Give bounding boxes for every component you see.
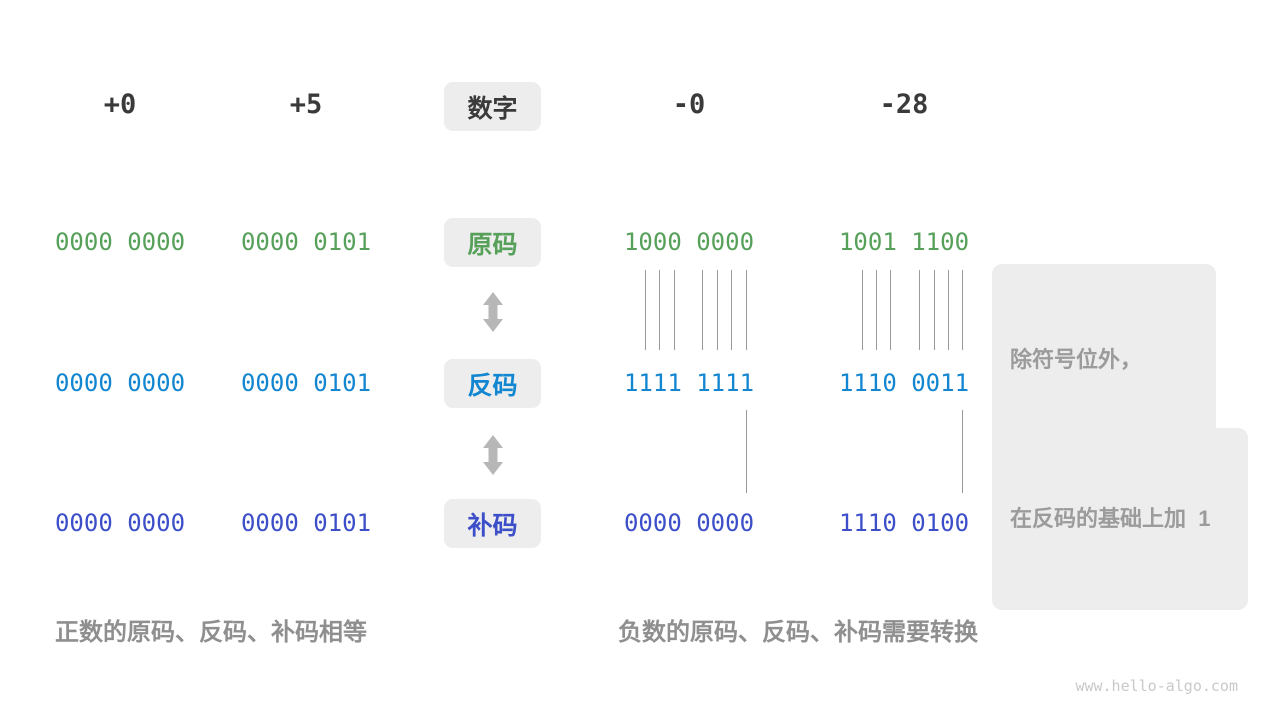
tag-twos-complement-label: 补码 <box>467 511 518 540</box>
bit-invert-line <box>919 270 920 350</box>
bit-invert-line <box>934 270 935 350</box>
bit-invert-line <box>890 270 891 350</box>
tag-twos-complement: 补码 <box>444 499 541 548</box>
bit-invert-line <box>962 270 963 350</box>
convert-arrow-icon <box>483 292 503 332</box>
tag-number-label: 数字 <box>467 94 518 123</box>
sign-magnitude-value-plus0: 0000 0000 <box>54 228 186 256</box>
ones-complement-value-plus5: 0000 0101 <box>240 369 372 397</box>
sign-magnitude-value-minus28: 1001 1100 <box>838 228 970 256</box>
caption-positive-numbers: 正数的原码、反码、补码相等 <box>55 619 367 646</box>
decimal-label-minus28: -28 <box>879 89 929 120</box>
tag-sign-magnitude: 原码 <box>444 218 541 267</box>
ones-complement-value-minus28: 1110 0011 <box>838 369 970 397</box>
ones-complement-value-plus0: 0000 0000 <box>54 369 186 397</box>
bit-invert-line <box>746 270 747 350</box>
decimal-label-plus0: +0 <box>103 89 137 120</box>
bit-invert-line <box>862 270 863 350</box>
bit-invert-line <box>876 270 877 350</box>
caption-negative-numbers: 负数的原码、反码、补码需要转换 <box>618 619 978 646</box>
sign-magnitude-value-plus5: 0000 0101 <box>240 228 372 256</box>
add-one-line <box>746 410 747 493</box>
twos-complement-value-plus0: 0000 0000 <box>54 509 186 537</box>
bit-invert-line <box>674 270 675 350</box>
twos-complement-value-plus5: 0000 0101 <box>240 509 372 537</box>
note-invert-bits-line1: 除符号位外， <box>1010 347 1143 372</box>
bit-invert-line <box>717 270 718 350</box>
decimal-label-minus0: -0 <box>672 89 706 120</box>
twos-complement-value-minus0: 0000 0000 <box>623 509 755 537</box>
bit-invert-line <box>702 270 703 350</box>
convert-arrow-icon <box>483 435 503 475</box>
bit-invert-line <box>645 270 646 350</box>
decimal-label-plus5: +5 <box>289 89 323 120</box>
bit-invert-line <box>659 270 660 350</box>
add-one-line <box>962 410 963 493</box>
ones-complement-value-minus0: 1111 1111 <box>623 369 755 397</box>
bit-invert-line <box>948 270 949 350</box>
tag-ones-complement: 反码 <box>444 359 541 408</box>
note-add-one: 在反码的基础上加 1 <box>992 428 1248 610</box>
bit-invert-line <box>731 270 732 350</box>
watermark-url: www.hello-algo.com <box>1075 677 1238 695</box>
twos-complement-value-minus28: 1110 0100 <box>838 509 970 537</box>
tag-number: 数字 <box>444 82 541 131</box>
note-add-one-line1: 在反码的基础上加 1 <box>1010 506 1211 531</box>
tag-sign-magnitude-label: 原码 <box>467 230 518 259</box>
sign-magnitude-value-minus0: 1000 0000 <box>623 228 755 256</box>
tag-ones-complement-label: 反码 <box>467 371 518 400</box>
